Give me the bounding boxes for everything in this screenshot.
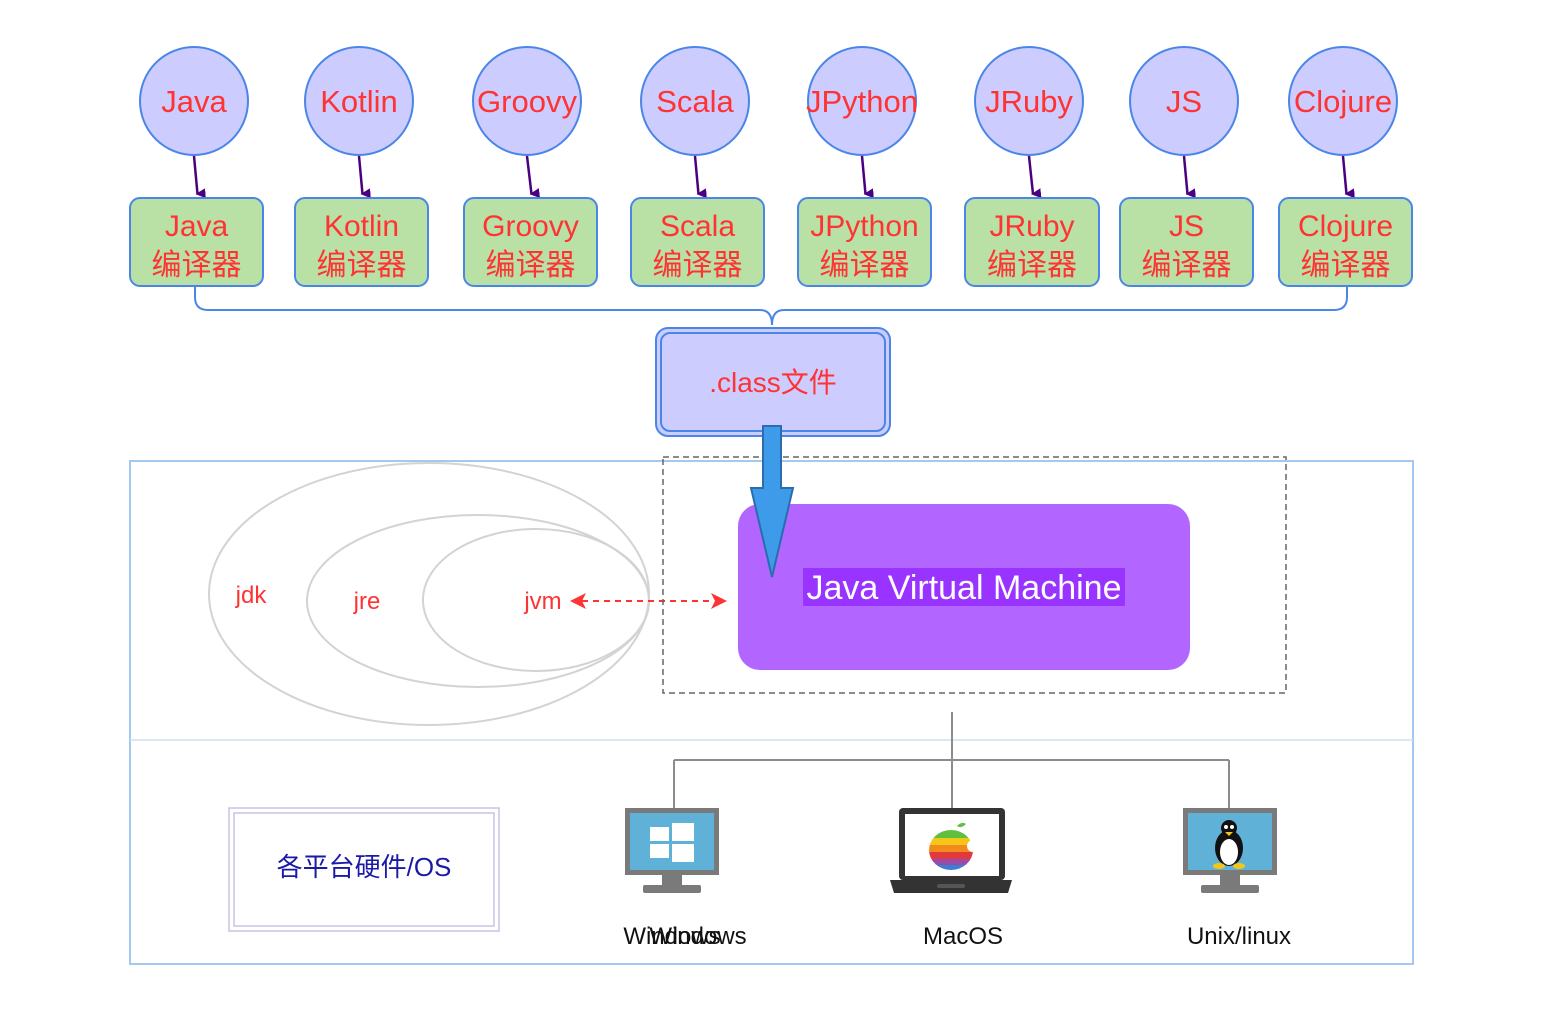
compiler-box-js[interactable] bbox=[1119, 197, 1254, 287]
jvm-dashed-boundary bbox=[662, 456, 1287, 694]
tux-penguin-icon bbox=[1213, 820, 1245, 869]
compiler-box-kotlin[interactable] bbox=[294, 197, 429, 287]
compiler-suffix-js: 编译器 bbox=[1142, 249, 1232, 282]
windows-label-overlap: Windows bbox=[649, 923, 746, 950]
language-circle-jruby[interactable] bbox=[974, 46, 1084, 156]
language-label-scala: Scala bbox=[656, 84, 734, 119]
compile-arrow-jpython bbox=[860, 155, 874, 199]
language-label-groovy: Groovy bbox=[477, 84, 577, 119]
language-circle-scala[interactable] bbox=[640, 46, 750, 156]
compile-arrow-groovy bbox=[525, 155, 541, 199]
class-file-label: .class文件 bbox=[709, 367, 837, 398]
windows-label: Windows bbox=[623, 923, 720, 950]
compiler-suffix-kotlin: 编译器 bbox=[317, 249, 407, 282]
language-label-jpython: JPython bbox=[806, 84, 918, 119]
jvm-label-highlight bbox=[803, 568, 1125, 606]
compile-arrow-js bbox=[1182, 155, 1196, 199]
compiler-name-js: JS bbox=[1169, 210, 1204, 243]
compiler-suffix-scala: 编译器 bbox=[653, 249, 743, 282]
compiler-name-groovy: Groovy bbox=[482, 210, 579, 243]
class-to-jvm-arrow bbox=[749, 425, 795, 578]
platform-box: 各平台硬件/OS bbox=[228, 807, 500, 932]
jvm-box[interactable]: Java Virtual Machine bbox=[738, 504, 1190, 670]
jvm-link-arrow bbox=[570, 593, 727, 609]
compiler-name-clojure: Clojure bbox=[1298, 210, 1393, 243]
language-circle-kotlin[interactable] bbox=[304, 46, 414, 156]
language-circle-js[interactable] bbox=[1129, 46, 1239, 156]
platform-box-label: 各平台硬件/OS bbox=[277, 852, 452, 882]
jre-label: jre bbox=[353, 588, 381, 615]
language-js: JS JS 编译器 bbox=[1119, 46, 1254, 287]
language-label-java: Java bbox=[161, 84, 227, 119]
language-label-jruby: JRuby bbox=[985, 84, 1073, 119]
compiler-suffix-jruby: 编译器 bbox=[987, 249, 1077, 282]
language-circle-jpython[interactable] bbox=[807, 46, 917, 156]
macos-laptop-icon bbox=[890, 808, 1012, 893]
class-file-box[interactable]: .class文件 bbox=[655, 327, 891, 437]
compiler-box-java[interactable] bbox=[129, 197, 264, 287]
language-circle-groovy[interactable] bbox=[472, 46, 582, 156]
compiler-box-clojure[interactable] bbox=[1278, 197, 1413, 287]
languages-layer: JavaJava编译器KotlinKotlin编译器GroovyGroovy编译… bbox=[129, 46, 1413, 287]
jdk-label: jdk bbox=[235, 582, 268, 609]
compiler-name-java: Java bbox=[165, 210, 229, 243]
compiler-suffix-java: 编译器 bbox=[152, 249, 242, 282]
apple-logo-icon bbox=[929, 822, 979, 870]
language-label-clojure: Clojure bbox=[1294, 84, 1392, 119]
compiler-name-scala: Scala bbox=[660, 210, 735, 243]
language-label-js: JS bbox=[1166, 84, 1202, 119]
windows-monitor-icon bbox=[625, 808, 719, 893]
compiler-suffix-clojure: 编译器 bbox=[1301, 249, 1391, 282]
language-circle-clojure[interactable] bbox=[1288, 46, 1398, 156]
compiler-box-groovy[interactable] bbox=[463, 197, 598, 287]
compiler-name-kotlin: Kotlin bbox=[324, 210, 399, 243]
compiler-box-jpython[interactable] bbox=[797, 197, 932, 287]
compiler-box-scala[interactable] bbox=[630, 197, 765, 287]
compiler-box-jruby[interactable] bbox=[964, 197, 1100, 287]
compile-arrow-java bbox=[192, 155, 206, 199]
compile-arrow-scala bbox=[693, 155, 707, 199]
nested-ellipses: jdk jre jvm bbox=[208, 462, 650, 726]
compiler-suffix-jpython: 编译器 bbox=[820, 249, 910, 282]
compile-arrow-kotlin bbox=[357, 155, 371, 199]
compile-arrow-clojure bbox=[1341, 155, 1355, 199]
linux-monitor-icon bbox=[1183, 808, 1277, 893]
jdk-ellipse bbox=[208, 462, 650, 726]
jvm-label: jvm bbox=[523, 588, 561, 615]
macos-label: MacOS bbox=[923, 923, 1003, 950]
compiler-name-jruby: JRuby bbox=[989, 210, 1074, 243]
language-label-kotlin: Kotlin bbox=[320, 84, 398, 119]
compiler-name-jpython: JPython bbox=[810, 210, 918, 243]
compiler-suffix-groovy: 编译器 bbox=[486, 249, 576, 282]
unix-label: Unix/linux bbox=[1187, 923, 1291, 950]
platform-connectors bbox=[673, 712, 1230, 808]
jvm-box-label: Java Virtual Machine bbox=[807, 569, 1122, 607]
language-circle-java[interactable] bbox=[139, 46, 249, 156]
compile-arrow-jruby bbox=[1027, 155, 1042, 199]
windows-logo-icon bbox=[650, 823, 694, 862]
compilers-bracket bbox=[194, 287, 1348, 326]
